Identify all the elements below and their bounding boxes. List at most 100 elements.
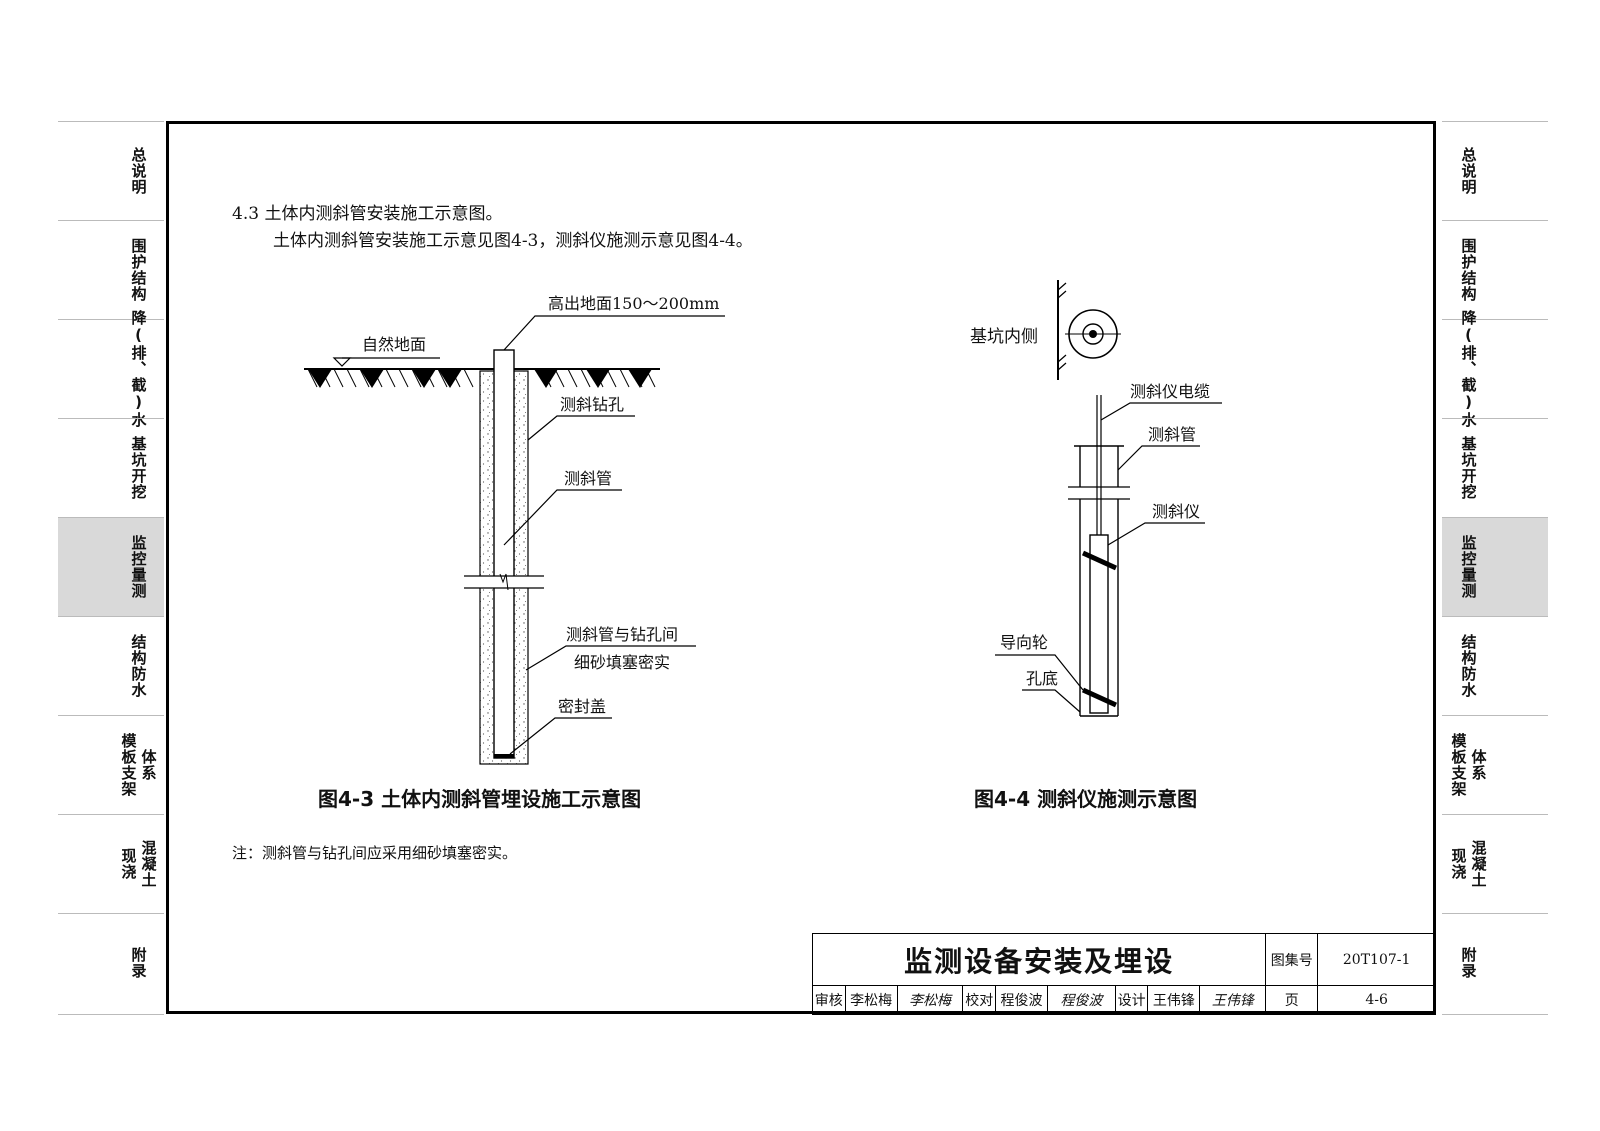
tab-label: 总说明 [1459,147,1478,195]
label-cable: 测斜仪电缆 [1130,382,1210,401]
tab-left-3[interactable]: 基坑开挖 [58,418,164,517]
label-fill-2: 细砂填塞密实 [574,653,670,672]
label-ground: 自然地面 [362,335,426,354]
label-above-ground: 高出地面150～200mm [548,294,719,313]
label-pit-inside: 基坑内侧 [970,327,1038,347]
tab-left-2[interactable]: 降(排、截)水 [58,310,164,428]
tab-label: 混凝土 [139,840,158,888]
check-label: 校对 [962,985,996,1015]
label-hole-bottom: 孔底 [1026,669,1058,688]
tab-right-1[interactable]: 围护结构 [1442,220,1548,319]
hatch-mark [628,369,652,388]
reviewer-name: 李松梅 [844,985,898,1015]
label-cap: 密封盖 [558,697,606,716]
tab-label: 降(排、截)水 [129,310,148,428]
tab-bottom-rule-right [1442,1014,1548,1015]
sealing-cap [494,754,514,758]
tab-right-6[interactable]: 模板支架体系 [1442,715,1548,814]
tab-label: 降(排、截)水 [1459,310,1478,428]
page-label: 页 [1265,985,1319,1015]
hatch-stroke [333,368,344,388]
drawing-title: 监测设备安装及埋设 [811,933,1267,986]
tab-right-4[interactable]: 监控量测 [1442,517,1548,616]
break-symbol [499,573,509,591]
tab-label: 监控量测 [1459,535,1478,599]
hatch-stroke [619,368,630,388]
tab-label: 模板支架 [119,733,138,797]
tab-label: 总说明 [129,147,148,195]
atlas-label: 图集号 [1265,933,1319,986]
tab-label: 混凝土 [1469,840,1488,888]
hatch-stroke [580,368,591,388]
hatch-stroke [359,368,370,388]
caption-fig-4-3: 图4-3 土体内测斜管埋设施工示意图 [318,787,641,811]
tab-label: 围护结构 [129,238,148,302]
hatch-mark [360,369,384,388]
tab-label: 围护结构 [1459,238,1478,302]
tab-left-7[interactable]: 现浇混凝土 [58,814,164,913]
tab-label: 基坑开挖 [129,436,148,500]
tab-left-6[interactable]: 模板支架体系 [58,715,164,814]
caption-fig-4-4: 图4-4 测斜仪施测示意图 [974,787,1197,811]
tab-right-3[interactable]: 基坑开挖 [1442,418,1548,517]
guide-wheel-lower [1081,687,1118,708]
ground-hatching [307,368,656,388]
guide-wheel-upper [1081,550,1118,571]
hatch-stroke [385,368,396,388]
break-gap [464,576,544,588]
tab-label: 体系 [139,749,158,781]
drawing-frame [166,121,1436,1014]
tab-label: 结构防水 [1459,634,1478,698]
hatch-stroke [463,368,474,388]
label-fill-1: 测斜管与钻孔间 [566,625,678,644]
hatch-stroke [411,368,422,388]
tab-left-8[interactable]: 附录 [58,913,164,1012]
tab-label: 监控量测 [129,535,148,599]
section-heading: 4.3 土体内测斜管安装施工示意图。 [232,204,502,224]
tab-left-0[interactable]: 总说明 [58,121,164,220]
hatch-mark [308,369,332,388]
hatch-mark [534,369,558,388]
inclinometer-probe [1089,534,1109,714]
hatch-mark [586,369,610,388]
atlas-number: 20T107-1 [1317,933,1436,986]
hatch-mark [438,369,462,388]
page-number: 4-6 [1317,985,1436,1015]
tab-right-7[interactable]: 现浇混凝土 [1442,814,1548,913]
tab-label: 现浇 [119,848,138,880]
hatch-stroke [307,368,318,388]
tab-left-4[interactable]: 监控量测 [58,517,164,616]
hatch-stroke [398,368,409,388]
hatch-stroke [606,368,617,388]
figure-4-4: 基坑内侧 测斜仪电缆 测斜管 测斜仪 导向轮 孔底 图4-4 测斜仪施测示意图 [970,280,1222,811]
ground-marker [332,357,352,367]
inclinometer-pipe [493,349,515,759]
label-pipe-44: 测斜管 [1148,425,1196,444]
tab-right-2[interactable]: 降(排、截)水 [1442,310,1548,428]
section-intro: 土体内测斜管安装施工示意见图4-3，测斜仪施测示意见图4-4。 [273,231,753,251]
label-borehole: 测斜钻孔 [560,395,624,414]
note: 注：测斜管与钻孔间应采用细砂填塞密实。 [232,844,517,862]
label-inclinometer: 测斜仪 [1152,502,1200,521]
tab-label: 模板支架 [1449,733,1468,797]
tab-left-5[interactable]: 结构防水 [58,616,164,715]
checker-name: 程俊波 [994,985,1049,1015]
review-label: 审核 [812,985,846,1015]
tab-right-0[interactable]: 总说明 [1442,121,1548,220]
hatch-stroke [554,368,565,388]
hatch-stroke [437,368,448,388]
tab-right-8[interactable]: 附录 [1442,913,1548,1012]
designer-signature: 王伟锋 [1199,985,1267,1015]
hatch-stroke [346,368,357,388]
design-label: 设计 [1114,985,1149,1015]
tab-left-1[interactable]: 围护结构 [58,220,164,319]
tab-right-5[interactable]: 结构防水 [1442,616,1548,715]
designer-name: 王伟锋 [1147,985,1201,1015]
tab-label: 结构防水 [129,634,148,698]
hatch-stroke [567,368,578,388]
reviewer-signature: 李松梅 [896,985,964,1015]
checker-signature: 程俊波 [1047,985,1116,1015]
tab-label: 附录 [129,947,148,979]
tab-label: 体系 [1469,749,1488,781]
